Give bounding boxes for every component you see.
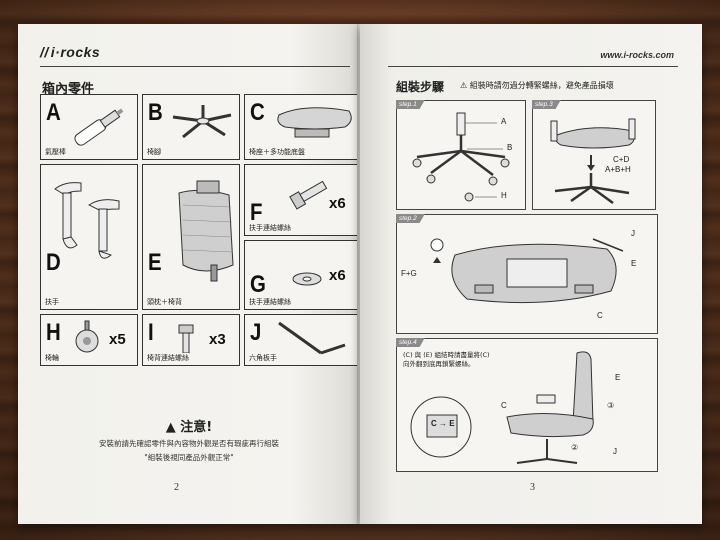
note-line: 向外翻到底再鎖緊螺絲。	[403, 360, 475, 368]
part-letter: I	[148, 319, 154, 346]
callout-label: ③	[607, 401, 615, 410]
callout-label: H	[501, 191, 507, 200]
part-label: 椅輪	[45, 353, 59, 363]
step-tag: step.4	[396, 338, 425, 347]
part-label: 扶手	[45, 297, 59, 307]
part-letter: C	[250, 99, 265, 126]
part-label: 扶手連結螺絲	[249, 297, 291, 307]
gas-lift-icon	[74, 108, 124, 146]
part-cell-i: I x3 椅背連結螺絲	[142, 314, 240, 366]
part-label: 扶手連結螺絲	[249, 223, 291, 233]
left-page: //i·rocks 箱內零件 A 氣壓棒 B 椅腳 C	[18, 24, 360, 524]
part-letter: D	[46, 249, 61, 276]
step-4-note: (C) 與 (E) 組結時請盡量將(C) 向外翻到底再鎖緊螺絲。	[403, 351, 490, 369]
step-1-panel: step.1 A B H	[396, 100, 526, 210]
part-label: 氣壓棒	[45, 147, 66, 157]
part-letter: H	[46, 319, 61, 346]
callout-label: A+B+H	[605, 165, 631, 174]
part-qty: x6	[329, 195, 346, 212]
website-url: www.i-rocks.com	[600, 50, 674, 60]
callout-label: C+D	[613, 155, 630, 164]
step-1-diagram	[412, 112, 510, 202]
armrest-icon	[54, 182, 120, 259]
caster-wheel-icon	[75, 320, 99, 353]
part-cell-g: G x6 扶手連結螺絲	[244, 240, 358, 310]
section-title-contents: 箱內零件	[42, 82, 95, 97]
warning-title: 注意!	[180, 420, 213, 435]
step-tag: step.3	[532, 100, 561, 109]
part-letter: A	[46, 99, 61, 126]
step-2-panel: step.2 F+G E C J	[396, 214, 658, 334]
page-number-right: 3	[530, 482, 535, 493]
part-label: 椅背連結螺絲	[147, 353, 189, 363]
callout-label: C	[597, 311, 603, 320]
part-letter: J	[250, 319, 262, 346]
part-qty: x3	[209, 331, 226, 348]
note-line: (C) 與 (E) 組結時請盡量將(C)	[403, 351, 490, 359]
part-label: 頭枕＋椅背	[147, 297, 182, 307]
page-number-left: 2	[174, 482, 179, 493]
callout-label: C → E	[431, 419, 455, 428]
step-tag: step.2	[396, 214, 425, 223]
seat-icon	[277, 107, 352, 138]
step-4-panel: step.4 (C) 與 (E) 組結時請盡量將(C) 向外翻到底再鎖緊螺絲。 …	[396, 338, 658, 472]
caution-triangle-icon: ⚠	[460, 81, 468, 90]
part-cell-h: H x5 椅輪	[40, 314, 138, 366]
part-cell-b: B 椅腳	[142, 94, 240, 160]
header-rule	[388, 66, 678, 67]
part-qty: x5	[109, 331, 126, 348]
backrest-icon	[178, 180, 234, 282]
brand-logo: //i·rocks	[40, 44, 101, 60]
callout-label: C	[501, 401, 507, 410]
header-rule	[40, 66, 350, 67]
callout-label: A	[501, 117, 507, 126]
arrow-up-icon	[433, 257, 441, 263]
part-cell-j: J 六角板手	[244, 314, 358, 366]
chair-base-icon	[172, 105, 232, 139]
screw-icon	[289, 180, 328, 210]
step-2-diagram	[430, 238, 624, 304]
caution-text: 組裝時請勿過分轉緊螺絲，避免產品損壞	[469, 81, 614, 90]
callout-label: J	[631, 229, 635, 238]
notice-line-1: 安裝前請先確認零件與內容物外觀是否有瑕疵再行組裝	[99, 439, 279, 448]
step-4-diagram	[410, 351, 594, 464]
part-letter: E	[148, 249, 162, 276]
part-letter: G	[250, 271, 266, 298]
callout-label: E	[615, 373, 621, 382]
warning-heading: ▲ 注意!	[18, 416, 360, 435]
callout-label: F+G	[401, 269, 417, 278]
part-letter: B	[148, 99, 163, 126]
callout-label: ②	[571, 443, 579, 452]
part-letter: F	[250, 199, 263, 226]
manual-booklet: //i·rocks 箱內零件 A 氣壓棒 B 椅腳 C	[18, 24, 702, 524]
part-label: 椅座＋多功能底盤	[249, 147, 305, 157]
part-qty: x6	[329, 267, 346, 284]
right-page: www.i-rocks.com 組裝步驟 ⚠ 組裝時請勿過分轉緊螺絲，避免產品損…	[360, 24, 702, 524]
callout-label: J	[613, 447, 617, 456]
warning-triangle-icon: ▲	[165, 420, 176, 435]
washer-icon	[292, 272, 322, 286]
callout-label: B	[507, 143, 513, 152]
part-cell-a: A 氣壓棒	[40, 94, 138, 160]
hex-key-icon	[278, 321, 346, 355]
part-cell-f: F x6 扶手連結螺絲	[244, 164, 358, 236]
section-title-assembly: 組裝步驟	[396, 80, 445, 94]
step-tag: step.1	[396, 100, 425, 109]
caution-note: ⚠ 組裝時請勿過分轉緊螺絲，避免產品損壞	[460, 80, 614, 91]
step-3-panel: step.3 C+D A+B+H	[532, 100, 656, 210]
callout-label: E	[631, 259, 637, 268]
step-3-diagram	[550, 118, 636, 205]
part-cell-d: D 扶手	[40, 164, 138, 310]
part-label: 六角板手	[249, 353, 277, 363]
notice-line-2: "組裝後視同產品外觀正常"	[144, 453, 234, 462]
part-cell-e: E 頭枕＋椅背	[142, 164, 240, 310]
part-cell-c: C 椅座＋多功能底盤	[244, 94, 358, 160]
part-label: 椅腳	[147, 147, 161, 157]
